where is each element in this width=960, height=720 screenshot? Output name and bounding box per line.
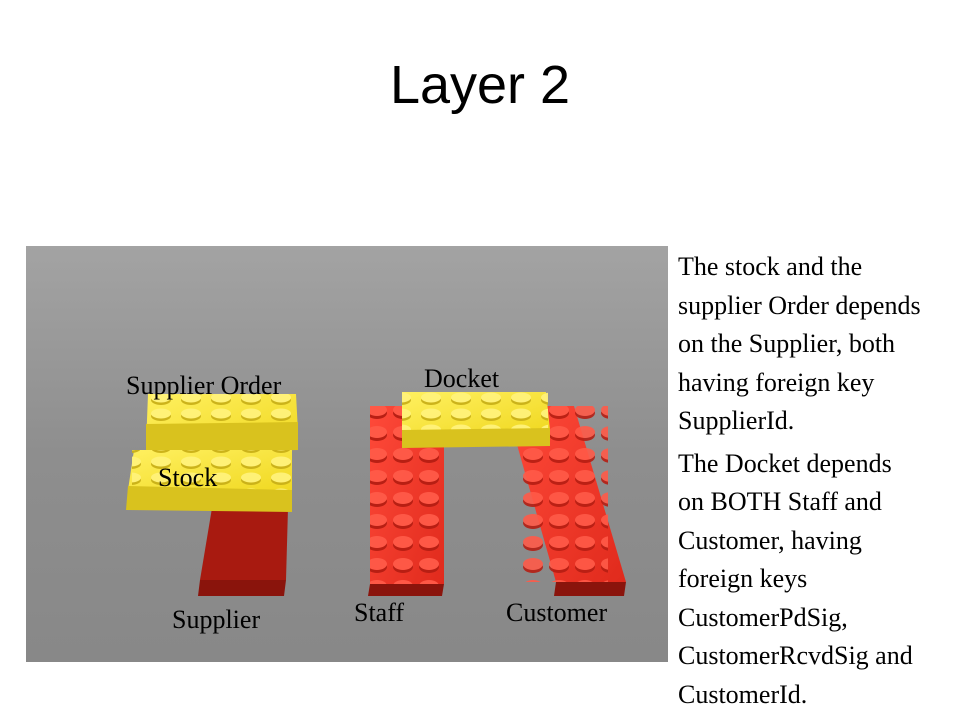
explanation-text: The stock and the supplier Order depends… [678,248,960,720]
paragraph-docket: The Docket depends on BOTH Staff and Cus… [678,445,960,715]
text-line: The Docket depends [678,448,892,478]
label-supplier: Supplier [172,605,260,634]
label-supplier-order: Supplier Order [126,371,282,400]
text-line: on the Supplier, both [678,329,896,358]
text-line: The stock and the [678,252,863,281]
lego-diagram-image: Supplier Order Docket Stock Supplier Sta… [26,246,668,662]
label-stock: Stock [158,463,217,492]
slide-title: Layer 2 [389,55,571,115]
label-customer: Customer [506,598,607,627]
text-line: having foreign key [678,367,875,397]
text-line: on BOTH Staff and [678,487,882,516]
text-line: Customer, having [678,525,862,555]
docket-brick [402,392,550,448]
text-line: SupplierId. [678,406,795,435]
text-line: CustomerRcvdSig and [678,641,913,670]
label-docket: Docket [424,364,500,393]
supplier-order-brick [146,394,298,454]
paragraph-stock-supplier-order: The stock and the supplier Order depends… [678,248,960,441]
text-line: CustomerPdSig, [678,602,848,632]
text-line: foreign keys [678,564,808,593]
text-line: CustomerId. [678,679,808,709]
label-staff: Staff [354,598,404,627]
text-line: supplier Order depends [678,290,921,320]
stock-brick [126,450,292,512]
